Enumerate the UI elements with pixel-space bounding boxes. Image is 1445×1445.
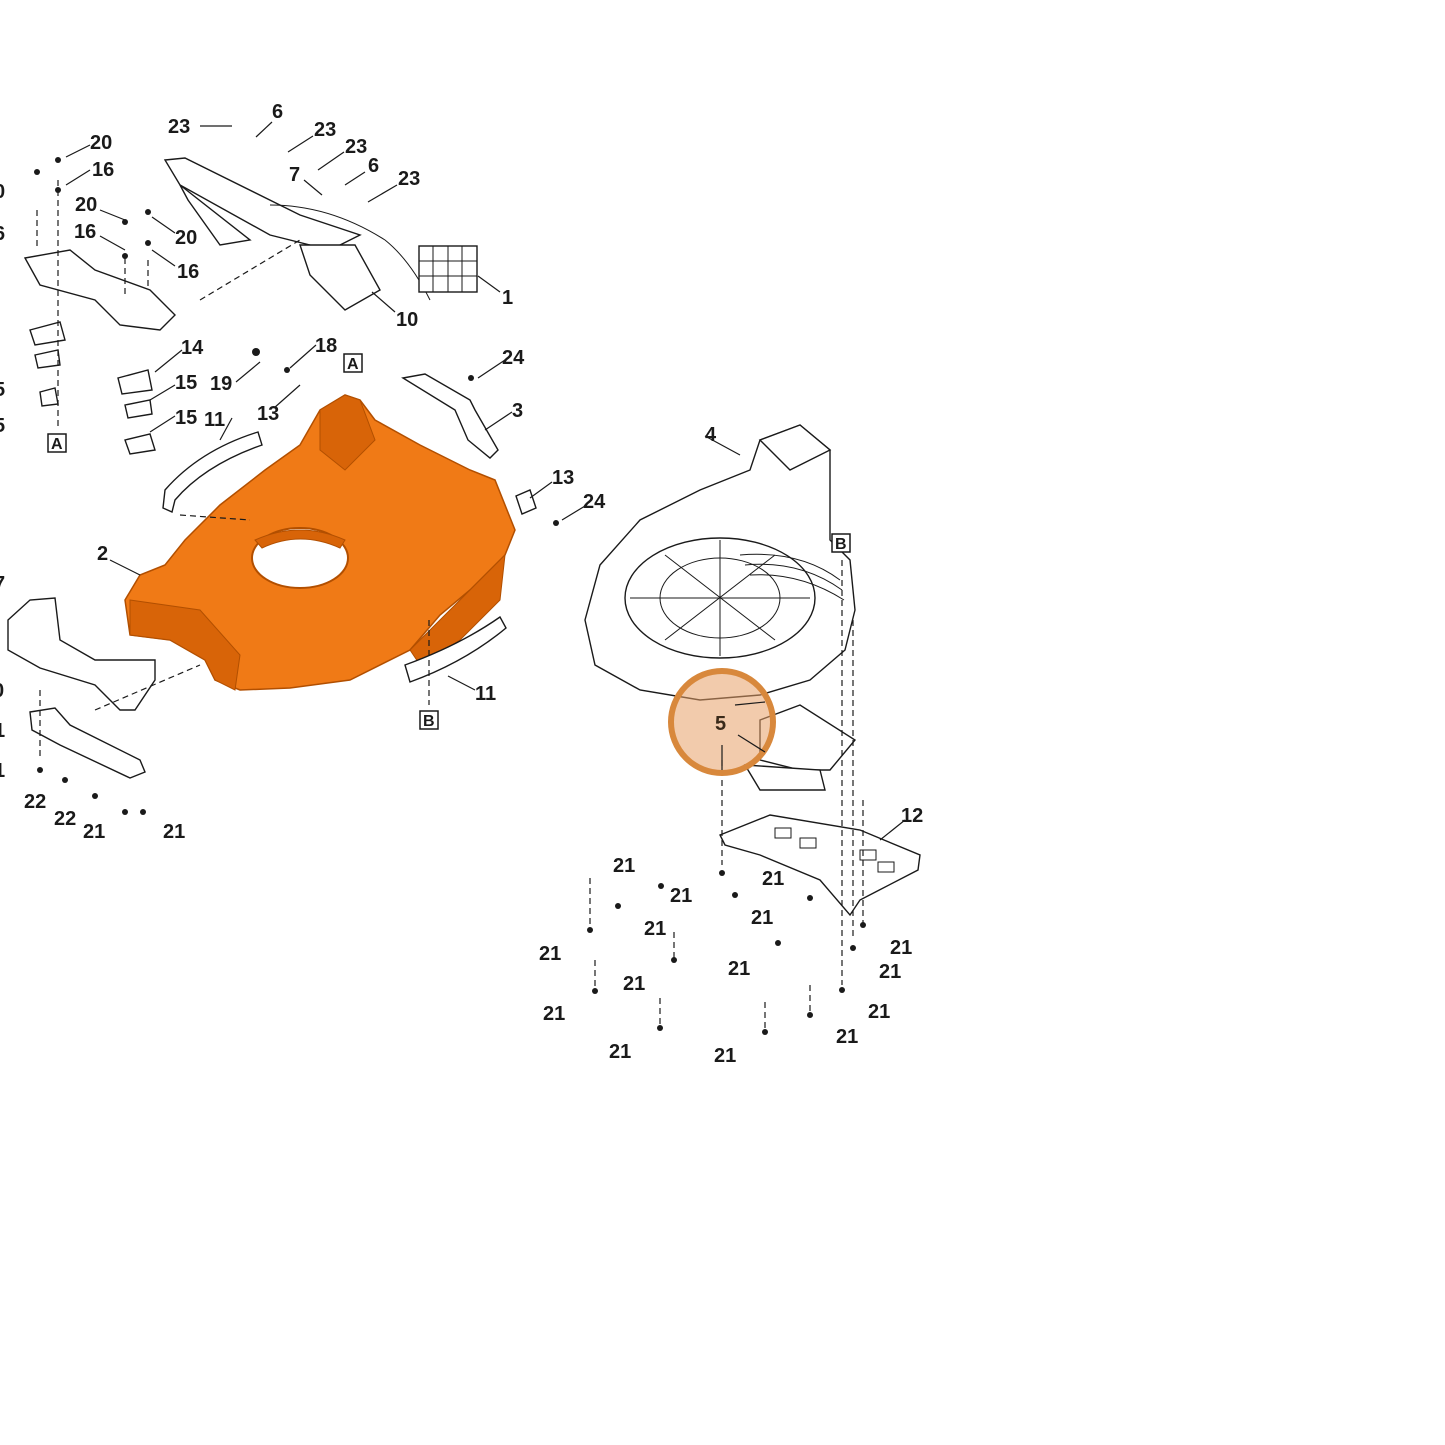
callout-15: 15 [175,372,197,394]
highlight-part-5[interactable]: 5 [668,668,776,776]
callout-6: 6 [272,101,283,123]
callout-20: 20 [75,194,97,216]
callout-3: 3 [512,400,523,422]
callout-11: 11 [204,409,225,431]
part-11-rail-lower [404,615,507,683]
left-hinge-bracket [23,249,176,455]
callout-21: 21 [868,1001,890,1023]
callout-21: 21 [623,973,645,995]
callout-21: 21 [83,821,105,843]
callout-23: 23 [168,116,190,138]
callout-labels: 23 6 23 23 6 7 23 1 10 20 16 20 16 20 16… [0,101,923,1067]
callout-20: 20 [90,132,112,154]
highlight-label: 5 [715,713,726,735]
ref-box-b-right: B [831,533,851,553]
callout-21: 21 [609,1041,631,1063]
callout-edge-0: 0 [0,680,4,702]
callout-10: 10 [396,309,418,331]
callout-22: 22 [24,791,46,813]
part-12-skid-plate [719,814,921,917]
callout-16: 16 [74,221,96,243]
assembly-lines [36,180,864,1028]
ref-box-b-bottom: B [419,710,439,730]
screws [34,157,866,1035]
callout-22: 22 [54,808,76,830]
callout-2: 2 [97,543,108,565]
left-lower-bracket [29,707,146,779]
ref-box-a-left: A [47,433,67,453]
callout-12: 12 [901,805,923,827]
callout-21: 21 [728,958,750,980]
callout-21: 21 [613,855,635,877]
callout-11: 11 [475,683,496,705]
callout-1: 1 [502,287,513,309]
callout-21: 21 [751,907,773,929]
callout-14: 14 [181,337,204,359]
part-5-deflector [743,704,857,791]
callout-6: 6 [368,155,379,177]
part-4-blower-housing [584,424,856,701]
callout-edge-5: 5 [0,415,5,437]
part-10-cover [163,157,431,311]
callout-21: 21 [890,937,912,959]
callout-4: 4 [705,424,717,446]
callout-21: 21 [836,1026,858,1048]
leader-lines [65,121,906,841]
callout-edge-1: 1 [0,760,5,782]
part-7-rear-flap [7,597,156,711]
callout-21: 21 [163,821,185,843]
callout-19: 19 [210,373,232,395]
callout-24: 24 [502,347,525,369]
callout-edge-1: 1 [0,720,5,742]
part-1-label-sheet [418,245,478,293]
svg-text:B: B [835,536,847,553]
callout-23: 23 [314,119,336,141]
callout-20: 20 [175,227,197,249]
callout-21: 21 [543,1003,565,1025]
callout-edge-5: 5 [0,379,5,401]
callout-21: 21 [879,961,901,983]
callout-24: 24 [583,491,606,513]
callout-21: 21 [762,868,784,890]
callout-23: 23 [398,168,420,190]
callout-21: 21 [714,1045,736,1067]
callout-edge-0: 0 [0,181,5,203]
callout-edge-7: 7 [0,573,5,595]
callout-15: 15 [175,407,197,429]
part-3-chute-bracket [401,373,499,459]
ref-box-a-top: A [343,353,363,373]
callout-23: 23 [345,136,367,158]
callout-7: 7 [289,164,300,186]
callout-16: 16 [92,159,114,181]
svg-text:A: A [347,356,359,373]
part-11-rail-upper [162,431,263,513]
callout-edge-6: 6 [0,223,5,245]
callout-13: 13 [257,403,279,425]
callout-21: 21 [644,918,666,940]
callout-16: 16 [177,261,199,283]
svg-text:B: B [423,713,435,730]
callout-21: 21 [539,943,561,965]
callout-21: 21 [670,885,692,907]
callout-13: 13 [552,467,574,489]
callout-18: 18 [315,335,337,357]
part-13-block [515,489,537,515]
svg-text:A: A [51,436,63,453]
